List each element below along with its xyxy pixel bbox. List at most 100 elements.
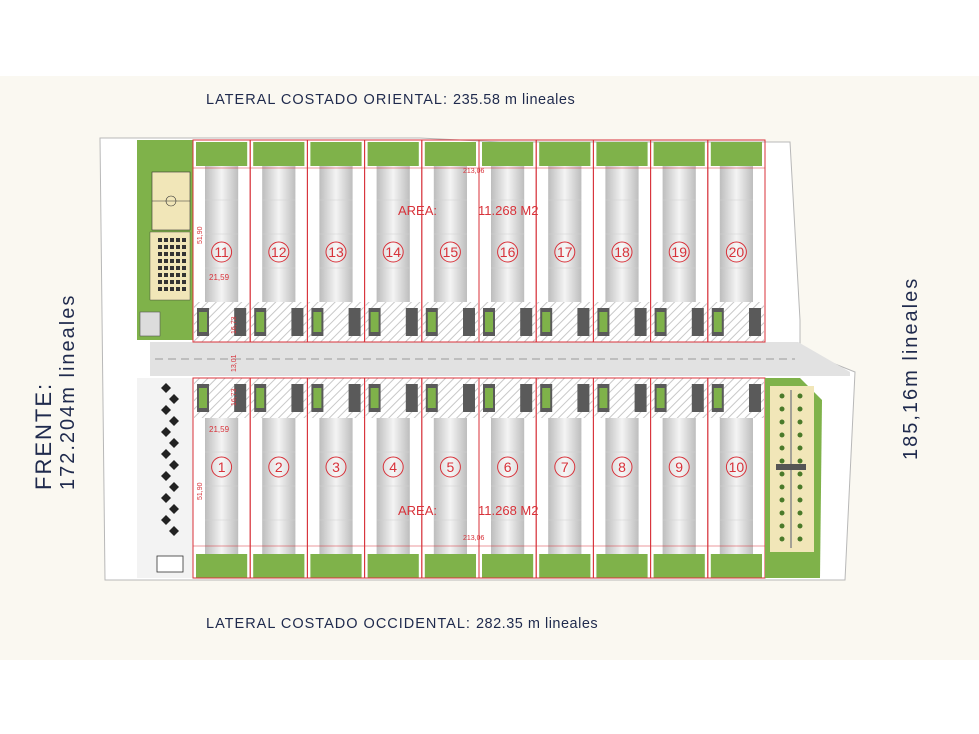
lot-number: 2 bbox=[275, 459, 283, 475]
tree bbox=[779, 419, 785, 425]
tree bbox=[779, 471, 785, 477]
lot-number: 15 bbox=[443, 244, 459, 260]
seat bbox=[164, 280, 168, 284]
tree bbox=[797, 406, 803, 412]
seat bbox=[158, 259, 162, 263]
lot-6: 6 bbox=[478, 377, 537, 579]
seat bbox=[158, 287, 162, 291]
tree-column bbox=[161, 383, 179, 536]
west-side-value: 282.35 m lineales bbox=[475, 616, 599, 632]
lot-18: 18 bbox=[592, 139, 652, 343]
lot-number-circle bbox=[554, 456, 576, 478]
green-buffer bbox=[253, 142, 305, 166]
tree bbox=[779, 510, 785, 516]
seat bbox=[158, 280, 162, 284]
lot-9: 9 bbox=[650, 377, 709, 579]
lot-12: 12 bbox=[249, 139, 308, 343]
tree bbox=[797, 458, 803, 464]
loading-dock bbox=[634, 384, 647, 412]
green-buffer bbox=[367, 554, 419, 578]
tree bbox=[779, 406, 785, 412]
seat bbox=[182, 252, 186, 256]
seat bbox=[176, 259, 180, 263]
seat bbox=[164, 287, 168, 291]
dock-green bbox=[713, 388, 722, 408]
lot-number: 20 bbox=[729, 244, 745, 260]
lot-number-circle bbox=[211, 241, 233, 263]
lot-number: 5 bbox=[447, 459, 455, 475]
parking-top-dim: 16,73 bbox=[231, 316, 238, 334]
dock-green bbox=[485, 312, 493, 332]
seat bbox=[176, 245, 180, 249]
seat bbox=[176, 280, 180, 284]
lot-2: 2 bbox=[249, 377, 308, 579]
green-buffer bbox=[424, 554, 476, 578]
loading-dock bbox=[577, 384, 590, 412]
seat bbox=[170, 252, 174, 256]
loading-dock bbox=[405, 308, 418, 336]
bottom-width-dim: 21,59 bbox=[209, 425, 230, 434]
seat bbox=[158, 252, 162, 256]
lot-number: 19 bbox=[671, 244, 687, 260]
lot-16: 16 bbox=[478, 139, 537, 343]
seat bbox=[182, 266, 186, 270]
lot-number-circle bbox=[382, 241, 404, 263]
lot-number: 6 bbox=[504, 459, 512, 475]
loading-dock bbox=[405, 384, 418, 412]
right-tree-rows bbox=[776, 390, 806, 548]
tree bbox=[161, 427, 171, 437]
top-depth-dim: 51,90 bbox=[197, 226, 204, 244]
dock-green bbox=[599, 312, 608, 332]
lot-11: 11 bbox=[192, 139, 251, 343]
green-buffer bbox=[196, 554, 248, 578]
lot-14: 14 bbox=[364, 139, 423, 343]
lot-number: 9 bbox=[675, 459, 683, 475]
tree bbox=[779, 523, 785, 529]
lot-number: 4 bbox=[389, 459, 397, 475]
seat bbox=[182, 280, 186, 284]
tree bbox=[169, 504, 179, 514]
seat bbox=[176, 287, 180, 291]
seat bbox=[158, 266, 162, 270]
tree bbox=[797, 536, 803, 542]
green-buffer bbox=[653, 142, 705, 166]
green-buffer bbox=[482, 142, 534, 166]
tree bbox=[169, 482, 179, 492]
lot-20: 20 bbox=[707, 139, 766, 343]
seat bbox=[182, 238, 186, 242]
tree bbox=[169, 416, 179, 426]
dock-green bbox=[485, 388, 493, 408]
loading-dock bbox=[291, 308, 304, 336]
lot-number: 16 bbox=[500, 244, 516, 260]
loading-dock bbox=[234, 384, 247, 412]
seat bbox=[170, 280, 174, 284]
lot-number-circle bbox=[497, 241, 519, 263]
lot-number-circle bbox=[325, 456, 347, 478]
tree bbox=[797, 471, 803, 477]
seat bbox=[164, 252, 168, 256]
right-side-label: 185,16m lineales bbox=[900, 276, 922, 460]
green-buffer bbox=[539, 142, 591, 166]
bench bbox=[776, 464, 806, 470]
front-label-value: 172.204m lineales bbox=[57, 293, 79, 490]
seat bbox=[182, 259, 186, 263]
dock-green bbox=[313, 312, 322, 332]
dock-green bbox=[542, 388, 551, 408]
lot-number-circle bbox=[439, 456, 461, 478]
dock-green bbox=[542, 312, 551, 332]
dock-green bbox=[256, 312, 265, 332]
loading-dock bbox=[463, 384, 475, 412]
tree bbox=[779, 497, 785, 503]
tree bbox=[797, 523, 803, 529]
lot-15: 15 bbox=[421, 139, 480, 343]
lot-5: 5 bbox=[421, 377, 480, 579]
seat bbox=[176, 238, 180, 242]
lot-8: 8 bbox=[592, 377, 652, 579]
tree bbox=[161, 449, 171, 459]
seat bbox=[170, 259, 174, 263]
lot-number-circle bbox=[497, 456, 519, 478]
tree bbox=[797, 432, 803, 438]
top-width-dim: 21,59 bbox=[209, 273, 230, 282]
tree bbox=[797, 484, 803, 490]
